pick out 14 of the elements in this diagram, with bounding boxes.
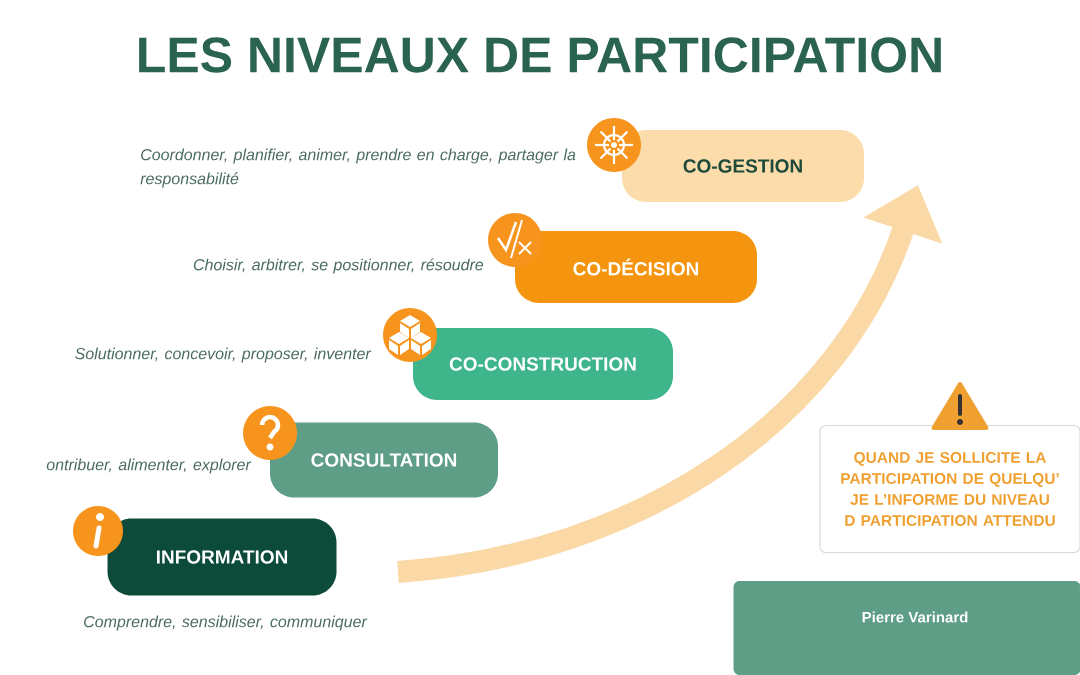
description-text: Choisir, arbitrer, se positionner, résoudre	[193, 258, 484, 274]
level-box: CO-DÉCISION	[515, 231, 757, 303]
description-text: ontribuer, alimenter, explorer	[46, 458, 252, 474]
title: LES NIVEAUX DE PARTICIPATION	[139, 37, 941, 73]
footer-panel	[733, 581, 1080, 675]
description-text: Comprendre, sensibiliser, communiquer	[84, 615, 368, 631]
level-box: CO-GESTION	[622, 130, 864, 202]
level-box: CO-CONSTRUCTION	[413, 328, 673, 400]
description-text: Solutionner, concevoir, proposer, inventer	[75, 347, 372, 363]
author-name: Pierre Varinard	[862, 611, 968, 623]
level-box: CONSULTATION	[270, 422, 498, 498]
description-text: Coordonner, planifier, animer, prendre en charge, partager la responsabilité	[140, 148, 576, 188]
warning-box: QUAND JE SOLLICITE LA PARTICIPATION DE QUELQU’ JE L’INFORME DU NIVEAU D PARTICIPATION ATTENDU	[819, 424, 1080, 554]
level-box: INFORMATION	[107, 518, 337, 596]
